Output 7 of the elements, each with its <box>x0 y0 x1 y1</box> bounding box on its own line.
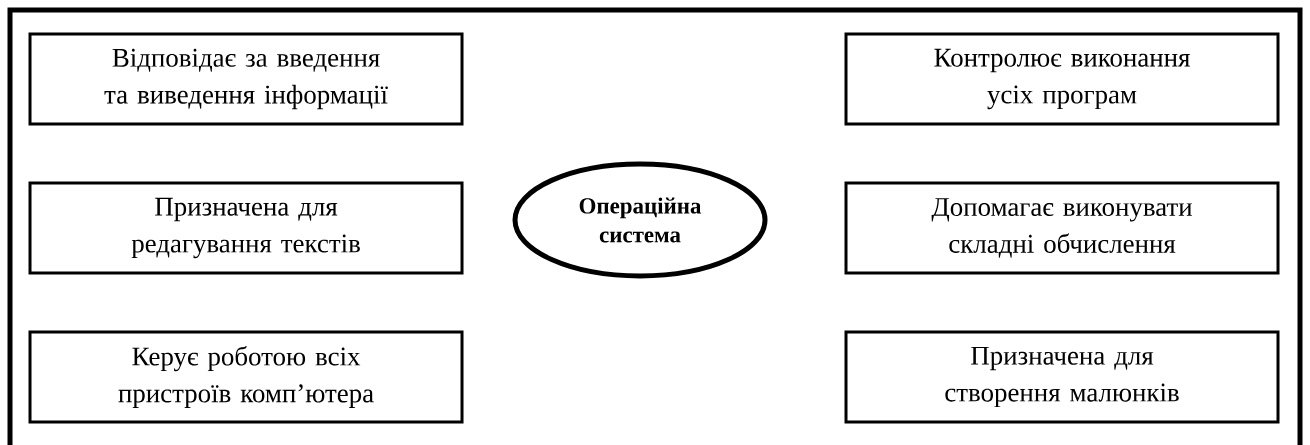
text-box: Керує роботою всіх пристроїв комп’ютера <box>28 330 464 424</box>
frame-box <box>7 7 1303 445</box>
text-box: Допомагає виконувати складні обчислення <box>844 181 1280 275</box>
text-box: Призначена для редагування текстів <box>28 181 464 275</box>
text-box: Контролює виконання усіх програм <box>844 32 1280 126</box>
text-box: Відповідає за введення та виведення інформації <box>28 32 464 126</box>
text-box: Призначена для створення малюнків <box>844 330 1280 424</box>
